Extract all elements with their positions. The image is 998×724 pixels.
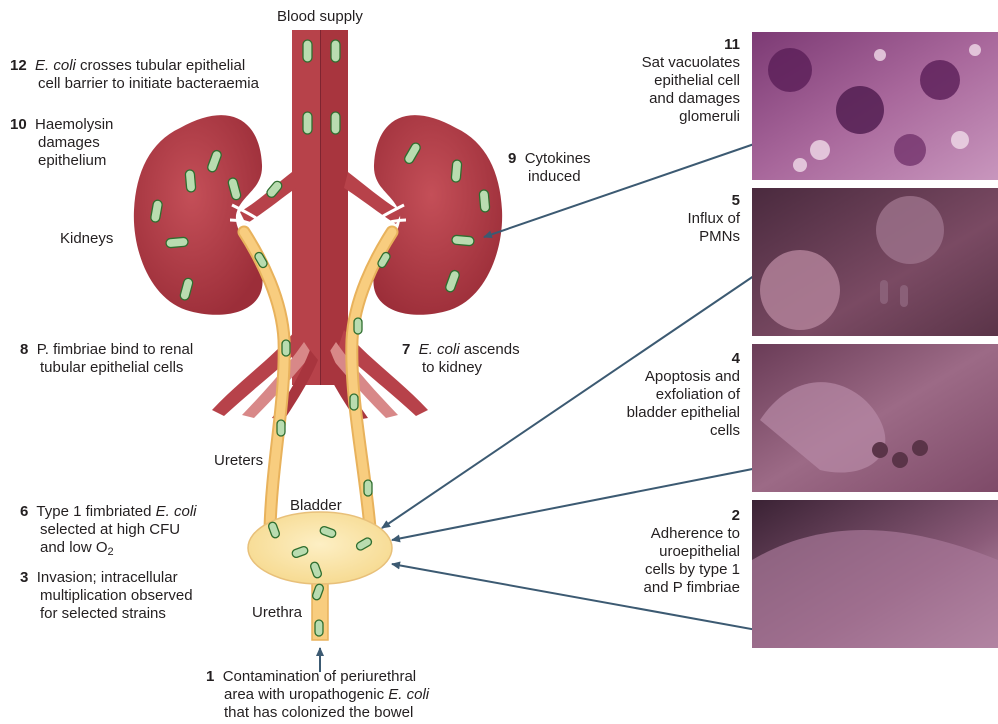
step-1-line3: that has colonized the bowel	[206, 704, 413, 721]
step-4-line3: bladder epithelial	[627, 404, 740, 421]
step-1-line1: Contamination of periurethral	[223, 668, 416, 685]
micrograph-11	[752, 32, 998, 180]
step-8-number: 8	[20, 341, 28, 358]
step-9-number: 9	[508, 150, 516, 167]
step-12-number: 12	[10, 57, 27, 74]
micrograph-5	[752, 188, 998, 336]
step-7-line2: to kidney	[402, 359, 482, 376]
step-3-line3: for selected strains	[20, 605, 166, 622]
step-9: 9 Cytokines induced	[508, 150, 591, 186]
step-11-line2: epithelial cell	[654, 72, 740, 89]
step-2-number: 2	[732, 507, 740, 524]
step-10-line3: epithelium	[10, 152, 106, 169]
step-7: 7 E. coli ascends to kidney	[402, 341, 520, 377]
step-4-line2: exfoliation of	[656, 386, 740, 403]
step-8-line2: tubular epithelial cells	[20, 359, 183, 376]
micrograph-4	[752, 344, 998, 492]
step-4-line1: Apoptosis and	[645, 368, 740, 385]
step-5-line1: Influx of	[687, 210, 740, 227]
step-11-line3: and damages	[649, 90, 740, 107]
step-10-line2: damages	[10, 134, 100, 151]
step-2-line2: uroepithelial	[659, 543, 740, 560]
step-2: 2 Adherence to uroepithelial cells by ty…	[600, 507, 740, 597]
step-4: 4 Apoptosis and exfoliation of bladder e…	[600, 350, 740, 440]
step-6-italic: E. coli	[156, 503, 197, 520]
step-1: 1 Contamination of periurethral area wit…	[206, 668, 429, 722]
step-3: 3 Invasion; intracellular multiplication…	[20, 569, 193, 623]
kidneys-label: Kidneys	[60, 230, 113, 248]
step-10: 10 Haemolysin damages epithelium	[10, 116, 113, 170]
step-5-line2: PMNs	[699, 228, 740, 245]
step-9-line1: Cytokines	[525, 150, 591, 167]
step-12: 12 E. coli crosses tubular epithelial ce…	[10, 57, 259, 93]
step-8-line1: P. fimbriae bind to renal	[37, 341, 193, 358]
step-11-line1: Sat vacuolates	[642, 54, 740, 71]
urethra-label: Urethra	[252, 604, 302, 622]
step-1-line2: area with uropathogenic	[224, 686, 388, 703]
step-3-line1: Invasion; intracellular	[37, 569, 178, 586]
step-2-line1: Adherence to	[651, 525, 740, 542]
step-10-line1: Haemolysin	[35, 116, 113, 133]
step-10-number: 10	[10, 116, 27, 133]
ureters-label: Ureters	[214, 452, 263, 470]
step-2-line3: cells by type 1	[645, 561, 740, 578]
step-4-line4: cells	[710, 422, 740, 439]
step-11-line4: glomeruli	[679, 108, 740, 125]
step-11-number: 11	[724, 36, 740, 53]
step-9-line2: induced	[508, 168, 581, 185]
step-7-text: ascends	[460, 341, 520, 358]
step-12-line2: cell barrier to initiate bacteraemia	[10, 75, 259, 92]
step-3-line2: multiplication observed	[20, 587, 193, 604]
step-5-number: 5	[732, 192, 740, 209]
step-1-number: 1	[206, 668, 214, 685]
step-1-italic: E. coli	[388, 686, 429, 703]
step-5: 5 Influx of PMNs	[600, 192, 740, 246]
step-12-text: crosses tubular epithelial	[76, 57, 245, 74]
step-6-subscript: 2	[108, 546, 114, 558]
step-2-line4: and P fimbriae	[644, 579, 740, 596]
step-4-number: 4	[732, 350, 740, 367]
step-7-italic: E. coli	[419, 341, 460, 358]
step-11: 11 Sat vacuolates epithelial cell and da…	[600, 36, 740, 126]
step-8: 8 P. fimbriae bind to renal tubular epit…	[20, 341, 193, 377]
step-12-italic: E. coli	[35, 57, 76, 74]
blood-supply-label: Blood supply	[277, 8, 363, 26]
step-6-text: Type 1 fimbriated	[36, 503, 155, 520]
step-3-number: 3	[20, 569, 28, 586]
step-6-line3: and low O	[40, 539, 108, 556]
step-6: 6 Type 1 fimbriated E. coli selected at …	[20, 503, 197, 557]
micrograph-2	[752, 500, 998, 648]
bladder-label: Bladder	[290, 497, 342, 515]
step-7-number: 7	[402, 341, 410, 358]
step-6-number: 6	[20, 503, 28, 520]
step-6-line2: selected at high CFU	[20, 521, 180, 538]
